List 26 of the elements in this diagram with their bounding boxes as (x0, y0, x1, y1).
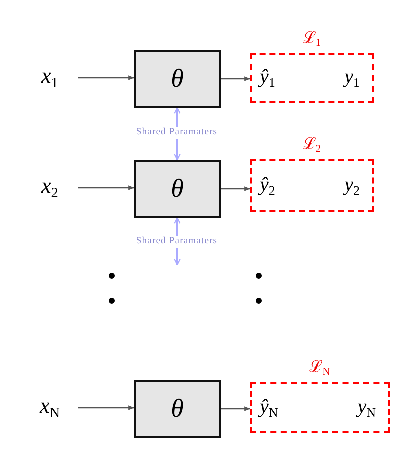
target-label: y$_{2}$ (344, 174, 360, 196)
edge-label: Shared Paramaters (136, 127, 218, 139)
target-label: y$_{N}$ (358, 396, 376, 418)
parameter-label: θ (171, 176, 184, 202)
prediction-label: ŷ$_{2}$ (260, 174, 276, 196)
parameter-label: θ (171, 66, 184, 92)
arrow (78, 186, 135, 190)
arrow (221, 76, 251, 82)
arrow (78, 76, 135, 80)
input-label: x$_{N}$ (40, 395, 60, 421)
model-box (134, 380, 221, 438)
arrow (221, 406, 251, 412)
parameter-label: θ (171, 396, 184, 422)
loss-label: ℒ$_{2}$ (302, 137, 322, 156)
prediction-label: ŷ$_{1}$ (260, 67, 276, 89)
prediction-label: ŷ$_{N}$ (260, 396, 278, 418)
arrow (78, 406, 135, 410)
target-label: y$_{1}$ (344, 67, 360, 89)
edge-label: Shared Paramaters (136, 236, 218, 248)
loss-label: ℒ$_{1}$ (302, 31, 322, 50)
arrow (221, 186, 251, 192)
input-label: x$_{1}$ (42, 65, 58, 91)
input-label: x$_{2}$ (42, 175, 58, 201)
model-box (134, 50, 221, 108)
model-box (134, 160, 221, 218)
loss-label: ℒ$_{N}$ (308, 360, 332, 379)
